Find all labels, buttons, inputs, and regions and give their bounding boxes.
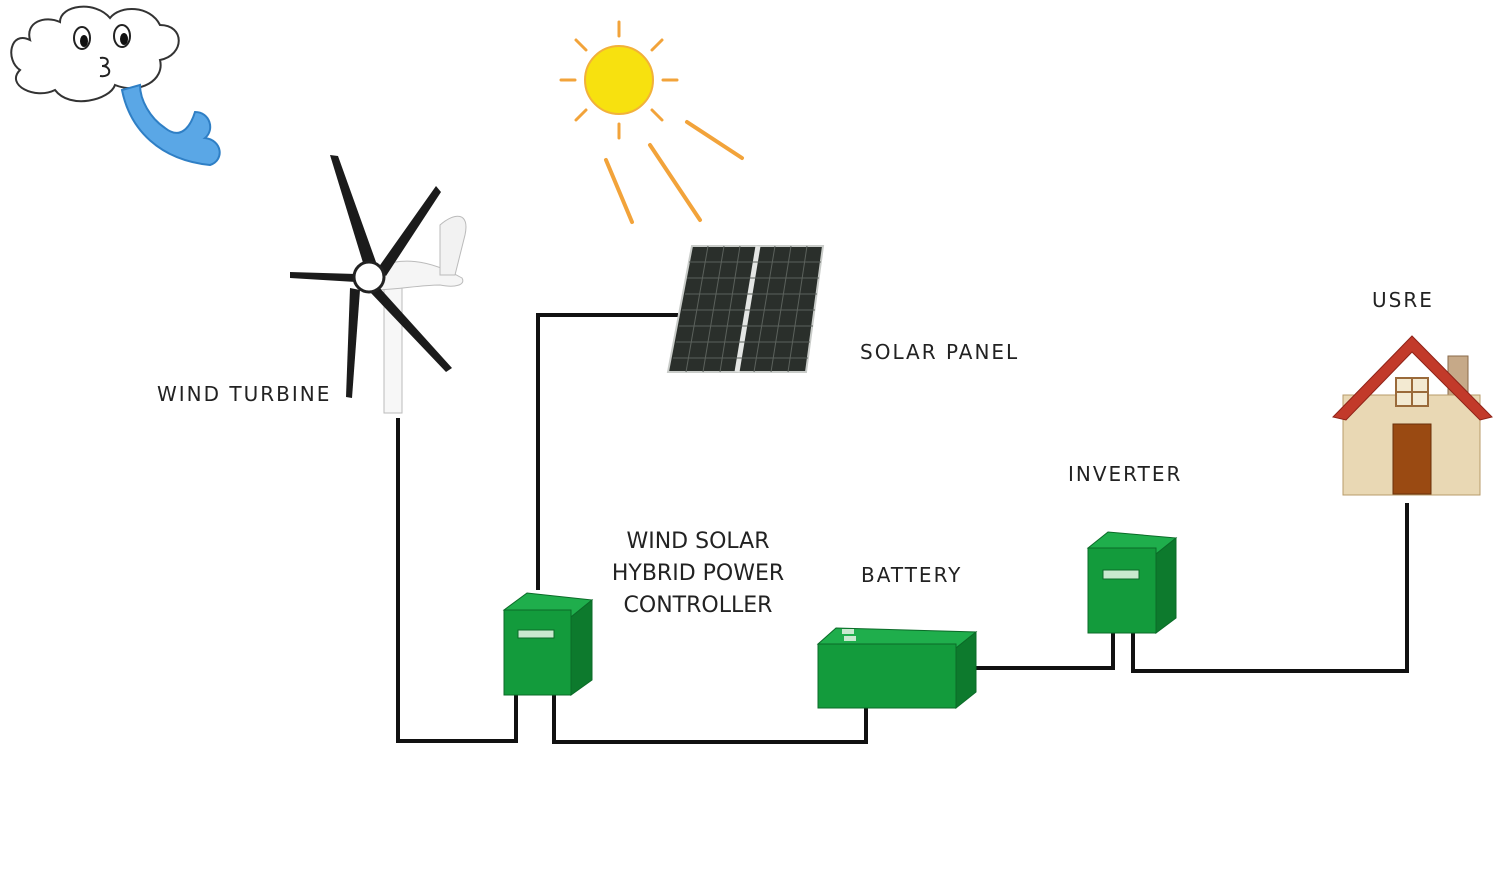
wire-battery-inverter	[976, 633, 1115, 670]
controller-label-line3: CONTROLLER	[623, 593, 773, 618]
inverter-box	[1086, 531, 1178, 634]
controller-label-line2: HYBRID POWER	[611, 561, 785, 586]
wire-controller-battery	[552, 695, 868, 744]
battery-label: BATTERY	[861, 563, 963, 587]
solar-panel-label: SOLAR PANEL	[860, 340, 1020, 364]
house-icon	[1332, 335, 1493, 496]
wire-panel-controller	[536, 313, 678, 590]
user-label: USRE	[1372, 288, 1434, 312]
wind-swirl-icon	[120, 83, 221, 167]
sun-icon	[559, 20, 744, 224]
wind-turbine-icon	[290, 155, 467, 414]
controller-label-line1: WIND SOLAR	[626, 529, 770, 554]
cloud-icon	[10, 5, 180, 103]
wind-turbine-label: WIND TURBINE	[157, 382, 332, 406]
wire-turbine-controller	[396, 418, 518, 743]
controller-label: WIND SOLAR HYBRID POWER CONTROLLER	[588, 526, 808, 622]
controller-box	[502, 592, 594, 696]
solar-panel-icon	[666, 245, 825, 373]
wires	[396, 313, 1409, 744]
inverter-label: INVERTER	[1068, 462, 1183, 486]
battery-box	[816, 627, 978, 710]
wire-inverter-house	[1131, 503, 1409, 673]
